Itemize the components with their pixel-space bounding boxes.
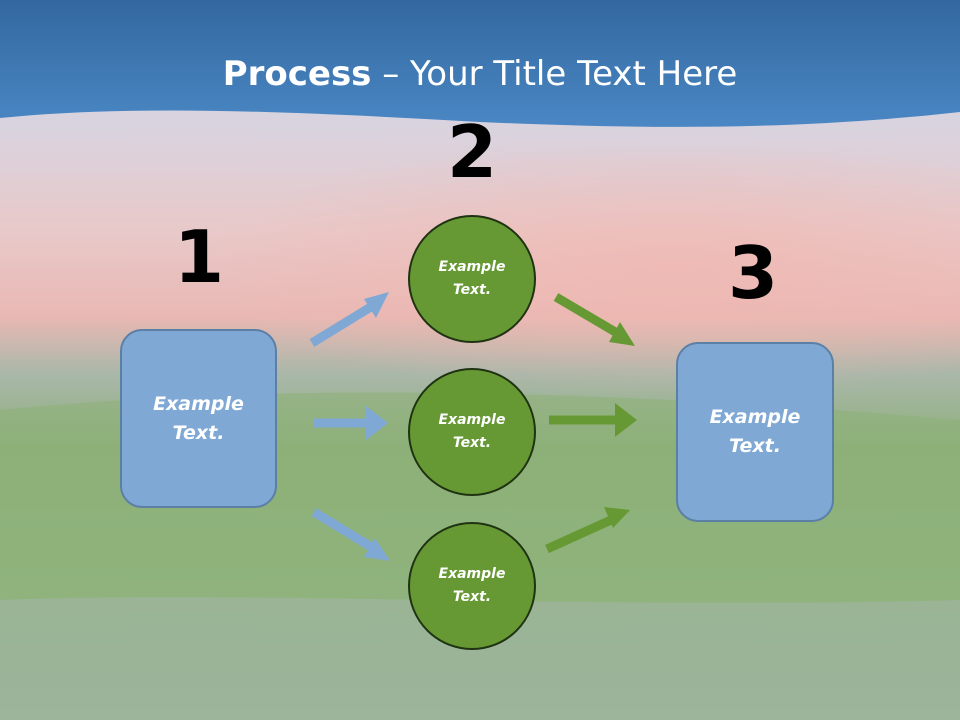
arrow-top-to-end — [553, 293, 635, 346]
arrow-start-to-middle — [314, 406, 388, 440]
start-box: Example Text. — [120, 329, 277, 508]
middle-circle-line1: Example — [438, 412, 506, 428]
top-circle-line2: Text. — [452, 282, 492, 298]
title-bold: Process — [222, 54, 372, 94]
title-rest: – Your Title Text Here — [371, 54, 738, 94]
bottom-circle-line2: Text. — [452, 589, 492, 605]
bottom-circle: Example Text. — [408, 522, 536, 650]
end-box-line1: Example — [709, 406, 801, 428]
arrow-start-to-bottom — [311, 508, 390, 561]
slide-title: Process – Your Title Text Here — [0, 52, 960, 96]
arrow-bottom-to-end — [545, 507, 630, 554]
arrow-start-to-top — [309, 292, 389, 347]
top-circle: Example Text. — [408, 215, 536, 343]
step-number-3: 3 — [727, 231, 779, 315]
start-box-line2: Text. — [172, 421, 225, 444]
end-box: Example Text. — [676, 342, 834, 522]
bottom-circle-line1: Example — [438, 566, 506, 582]
start-box-line1: Example — [153, 392, 244, 415]
arrow-middle-to-end — [549, 403, 637, 437]
step-number-2: 2 — [446, 110, 498, 194]
top-circle-line1: Example — [438, 259, 506, 275]
middle-circle-line2: Text. — [452, 435, 492, 451]
middle-circle: Example Text. — [408, 368, 536, 496]
step-number-1: 1 — [173, 215, 225, 299]
end-box-line2: Text. — [729, 435, 781, 457]
